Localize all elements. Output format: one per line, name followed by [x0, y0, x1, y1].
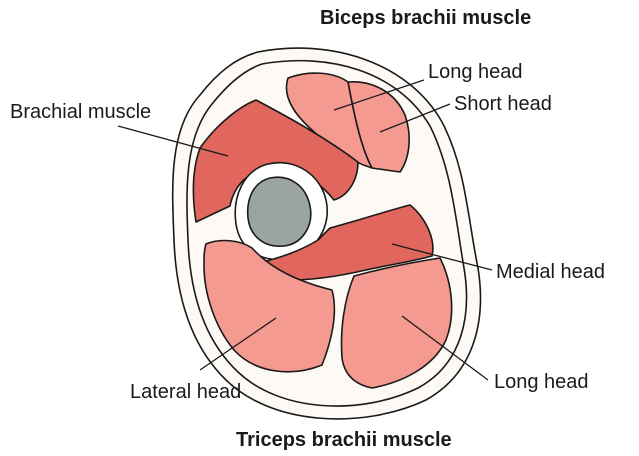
label-triceps-long-head: Long head [494, 371, 589, 393]
label-biceps-short-head: Short head [454, 93, 552, 115]
title-biceps-brachii: Biceps brachii muscle [320, 7, 531, 29]
label-triceps-medial-head: Medial head [496, 261, 605, 283]
bone-marrow [248, 177, 311, 246]
label-triceps-lateral-head: Lateral head [130, 381, 241, 403]
title-triceps-brachii: Triceps brachii muscle [236, 429, 452, 451]
label-brachial-muscle: Brachial muscle [10, 101, 151, 123]
label-biceps-long-head: Long head [428, 61, 523, 83]
